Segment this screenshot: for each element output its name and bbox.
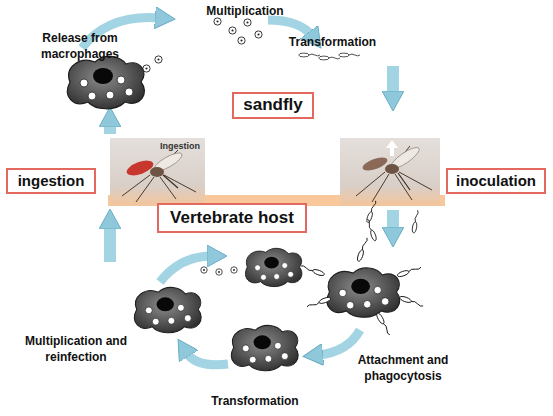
cycle-arrow	[160, 256, 212, 282]
macrophage	[327, 268, 400, 317]
amastigote	[238, 37, 245, 44]
pointer-arrow	[386, 140, 398, 156]
sandfly-thorax	[385, 164, 399, 174]
blood-filled-abdomen	[125, 158, 155, 179]
promastigote	[399, 295, 424, 308]
sandfly-abdomen	[361, 155, 389, 173]
box-text: inoculation	[456, 173, 536, 190]
amastigote	[201, 267, 207, 273]
stage-box: inoculation	[446, 168, 546, 194]
cycle-arrow	[186, 352, 228, 365]
promastigote	[397, 265, 422, 278]
stage-label: Multiplication	[195, 4, 295, 20]
stage-label: Release from macrophages	[30, 31, 130, 62]
cycle-arrow	[387, 210, 399, 232]
cycle-arrow	[268, 20, 312, 36]
macrophage	[67, 56, 144, 108]
cycle-arrow	[104, 122, 116, 134]
amastigote	[155, 56, 162, 63]
macrophage	[231, 325, 298, 370]
stage-label: Attachment and phagocytosis	[348, 353, 458, 384]
promastigote	[339, 53, 360, 57]
stage-label: Transformation	[205, 394, 305, 410]
sandfly-photo	[340, 138, 440, 206]
box-text: Vertebrate host	[170, 209, 294, 228]
promastigote	[366, 200, 378, 223]
cycle-arrow	[387, 66, 399, 96]
sandfly-proboscis	[163, 175, 178, 188]
macrophage	[134, 287, 201, 332]
sandfly-legs	[122, 150, 196, 202]
sandfly-proboscis	[398, 173, 410, 190]
sandfly-thorax	[150, 167, 164, 177]
promastigote	[306, 296, 331, 309]
sandfly-photo	[110, 138, 205, 206]
stage-box: Vertebrate host	[157, 203, 307, 233]
promastigote	[299, 53, 320, 57]
promastigote	[412, 210, 420, 234]
amastigote	[229, 27, 236, 34]
amastigote	[231, 267, 237, 273]
stage-label: Multiplication and reinfection	[12, 334, 140, 365]
photo-frame	[340, 138, 440, 206]
stage-label: Ingestion	[157, 141, 203, 153]
stage-label: Transformation	[285, 35, 380, 51]
cycle-arrow	[318, 330, 360, 355]
promastigote	[319, 56, 340, 60]
amastigote	[216, 269, 222, 275]
box-text: sandfly	[243, 96, 303, 115]
promastigote	[356, 237, 369, 262]
amastigote	[214, 18, 221, 25]
stage-box: sandfly	[232, 92, 314, 119]
box-text: ingestion	[18, 173, 85, 190]
amastigote	[255, 31, 262, 38]
cycle-arrow	[104, 224, 116, 262]
macrophage	[245, 248, 301, 286]
promastigote	[300, 264, 325, 277]
stage-box: ingestion	[6, 168, 96, 194]
photo-frame	[110, 138, 205, 206]
promastigote	[375, 312, 391, 336]
amastigote	[143, 65, 150, 72]
amastigote	[244, 19, 251, 26]
